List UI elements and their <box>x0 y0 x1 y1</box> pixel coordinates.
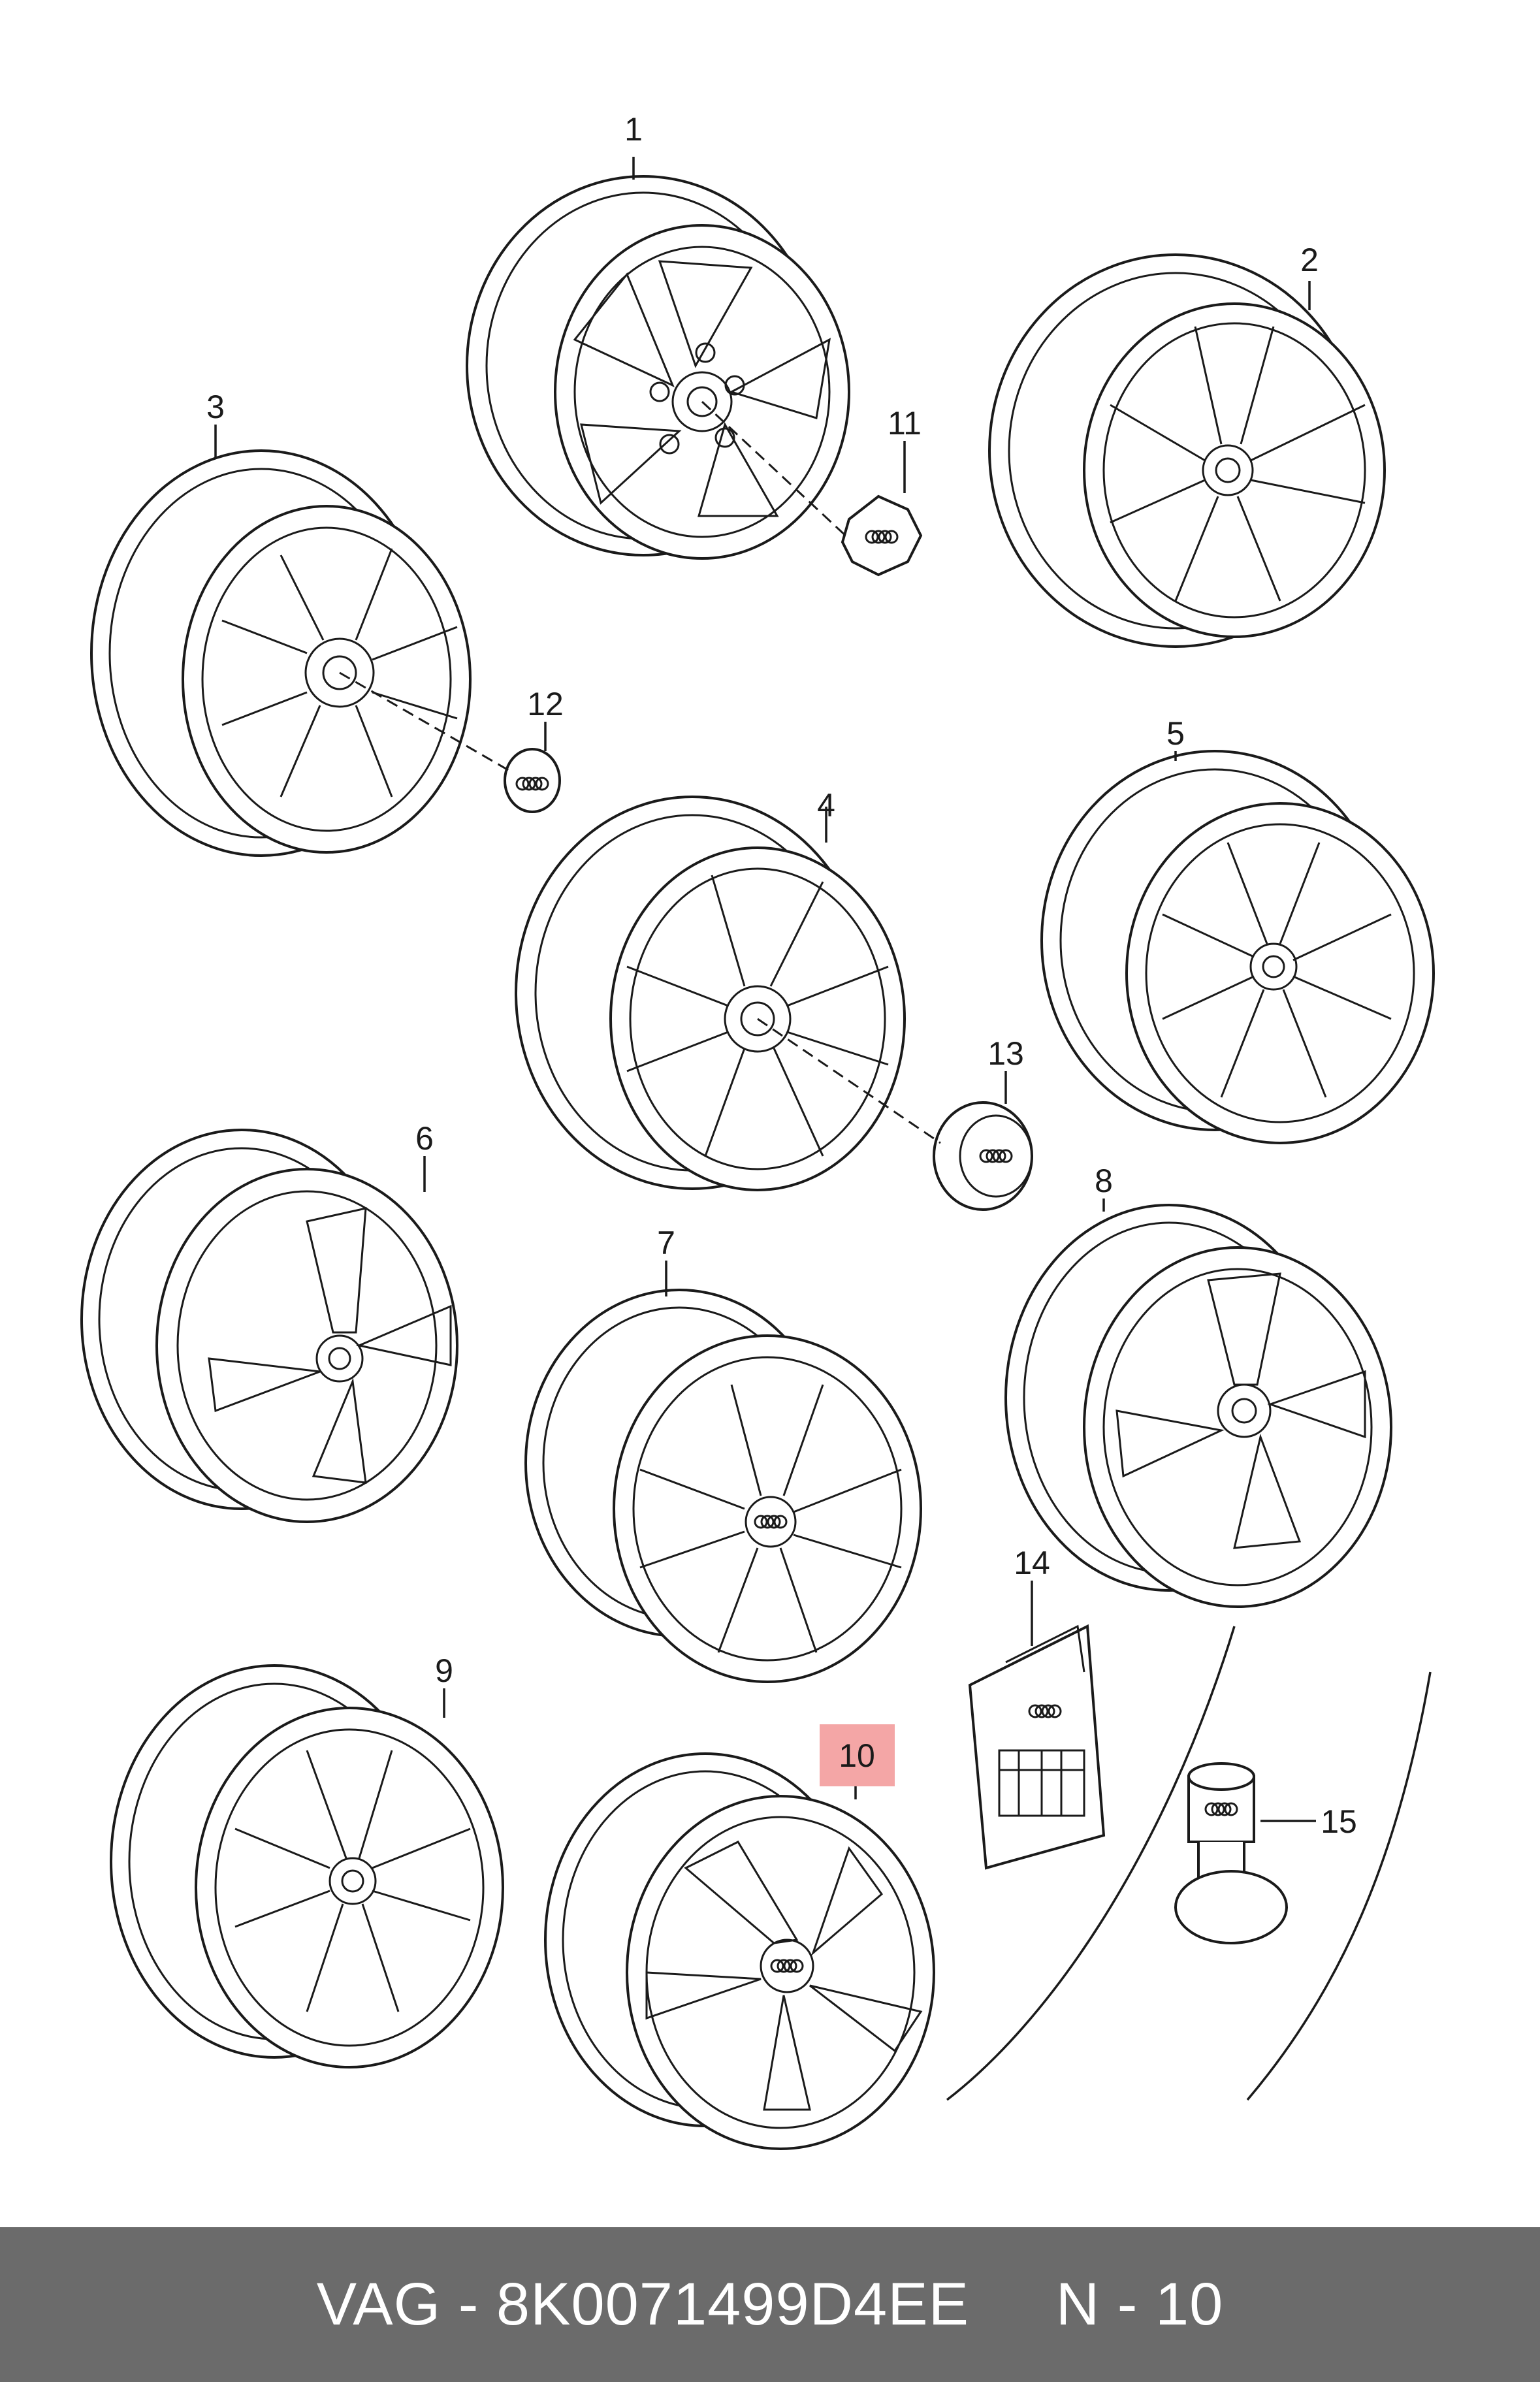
decal-package-14 <box>968 1624 1106 1870</box>
parts-diagram: 1 2 3 4 5 6 7 8 9 10 11 12 13 14 15 <box>80 111 1435 2150</box>
valve-15 <box>1174 1762 1288 1944</box>
callout-4: 4 <box>817 787 835 824</box>
center-cap-13 <box>933 1101 1033 1211</box>
callout-1: 1 <box>624 111 643 148</box>
wheel-8 <box>1004 1204 1392 1608</box>
wheel-10 <box>544 1752 935 2150</box>
wheel-5 <box>1040 750 1435 1144</box>
callout-2: 2 <box>1300 242 1319 278</box>
callout-8: 8 <box>1095 1163 1113 1199</box>
wheel-9 <box>110 1664 504 2068</box>
footer-bar: VAG - 8K0071499D4EE N - 10 <box>0 2227 1540 2382</box>
wheel-4 <box>515 796 906 1191</box>
center-cap-11 <box>841 494 923 577</box>
callout-highlight-10 <box>820 1724 895 1786</box>
callout-9: 9 <box>435 1652 453 1689</box>
callout-5: 5 <box>1166 715 1185 752</box>
center-cap-12 <box>504 748 561 813</box>
callout-10: 10 <box>839 1737 875 1774</box>
callout-3: 3 <box>206 389 225 425</box>
callout-13: 13 <box>987 1035 1024 1072</box>
wheel-1 <box>466 175 850 560</box>
callout-14: 14 <box>1014 1545 1050 1581</box>
wheel-7 <box>524 1289 922 1683</box>
callout-11: 11 <box>888 405 922 442</box>
callout-7: 7 <box>657 1225 675 1261</box>
callout-6: 6 <box>415 1120 434 1157</box>
callout-12: 12 <box>527 686 564 722</box>
part-number-caption: VAG - 8K0071499D4EE N - 10 <box>316 2271 1224 2338</box>
callout-15: 15 <box>1321 1803 1357 1840</box>
wheel-6 <box>80 1129 458 1523</box>
wheel-2 <box>988 253 1386 648</box>
wheel-3 <box>90 449 472 857</box>
